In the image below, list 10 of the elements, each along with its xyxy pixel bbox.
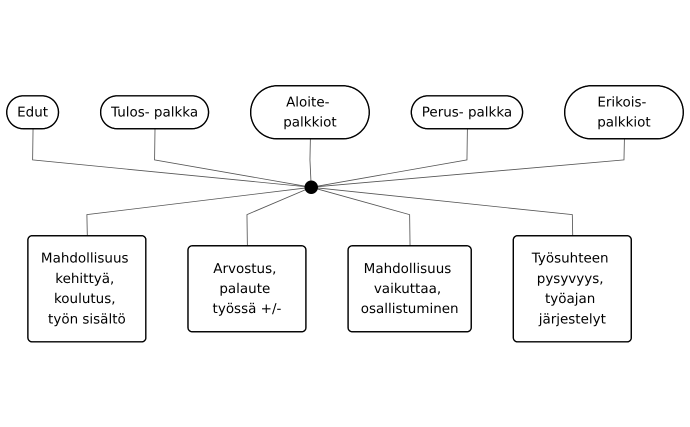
connector [317,187,574,236]
node-circle [304,180,318,194]
connector [316,188,410,246]
connector [317,138,625,187]
connector [317,128,468,186]
connector [86,187,306,236]
connector [310,138,312,182]
connector [154,128,306,186]
connector [32,128,306,187]
connector [246,189,306,246]
